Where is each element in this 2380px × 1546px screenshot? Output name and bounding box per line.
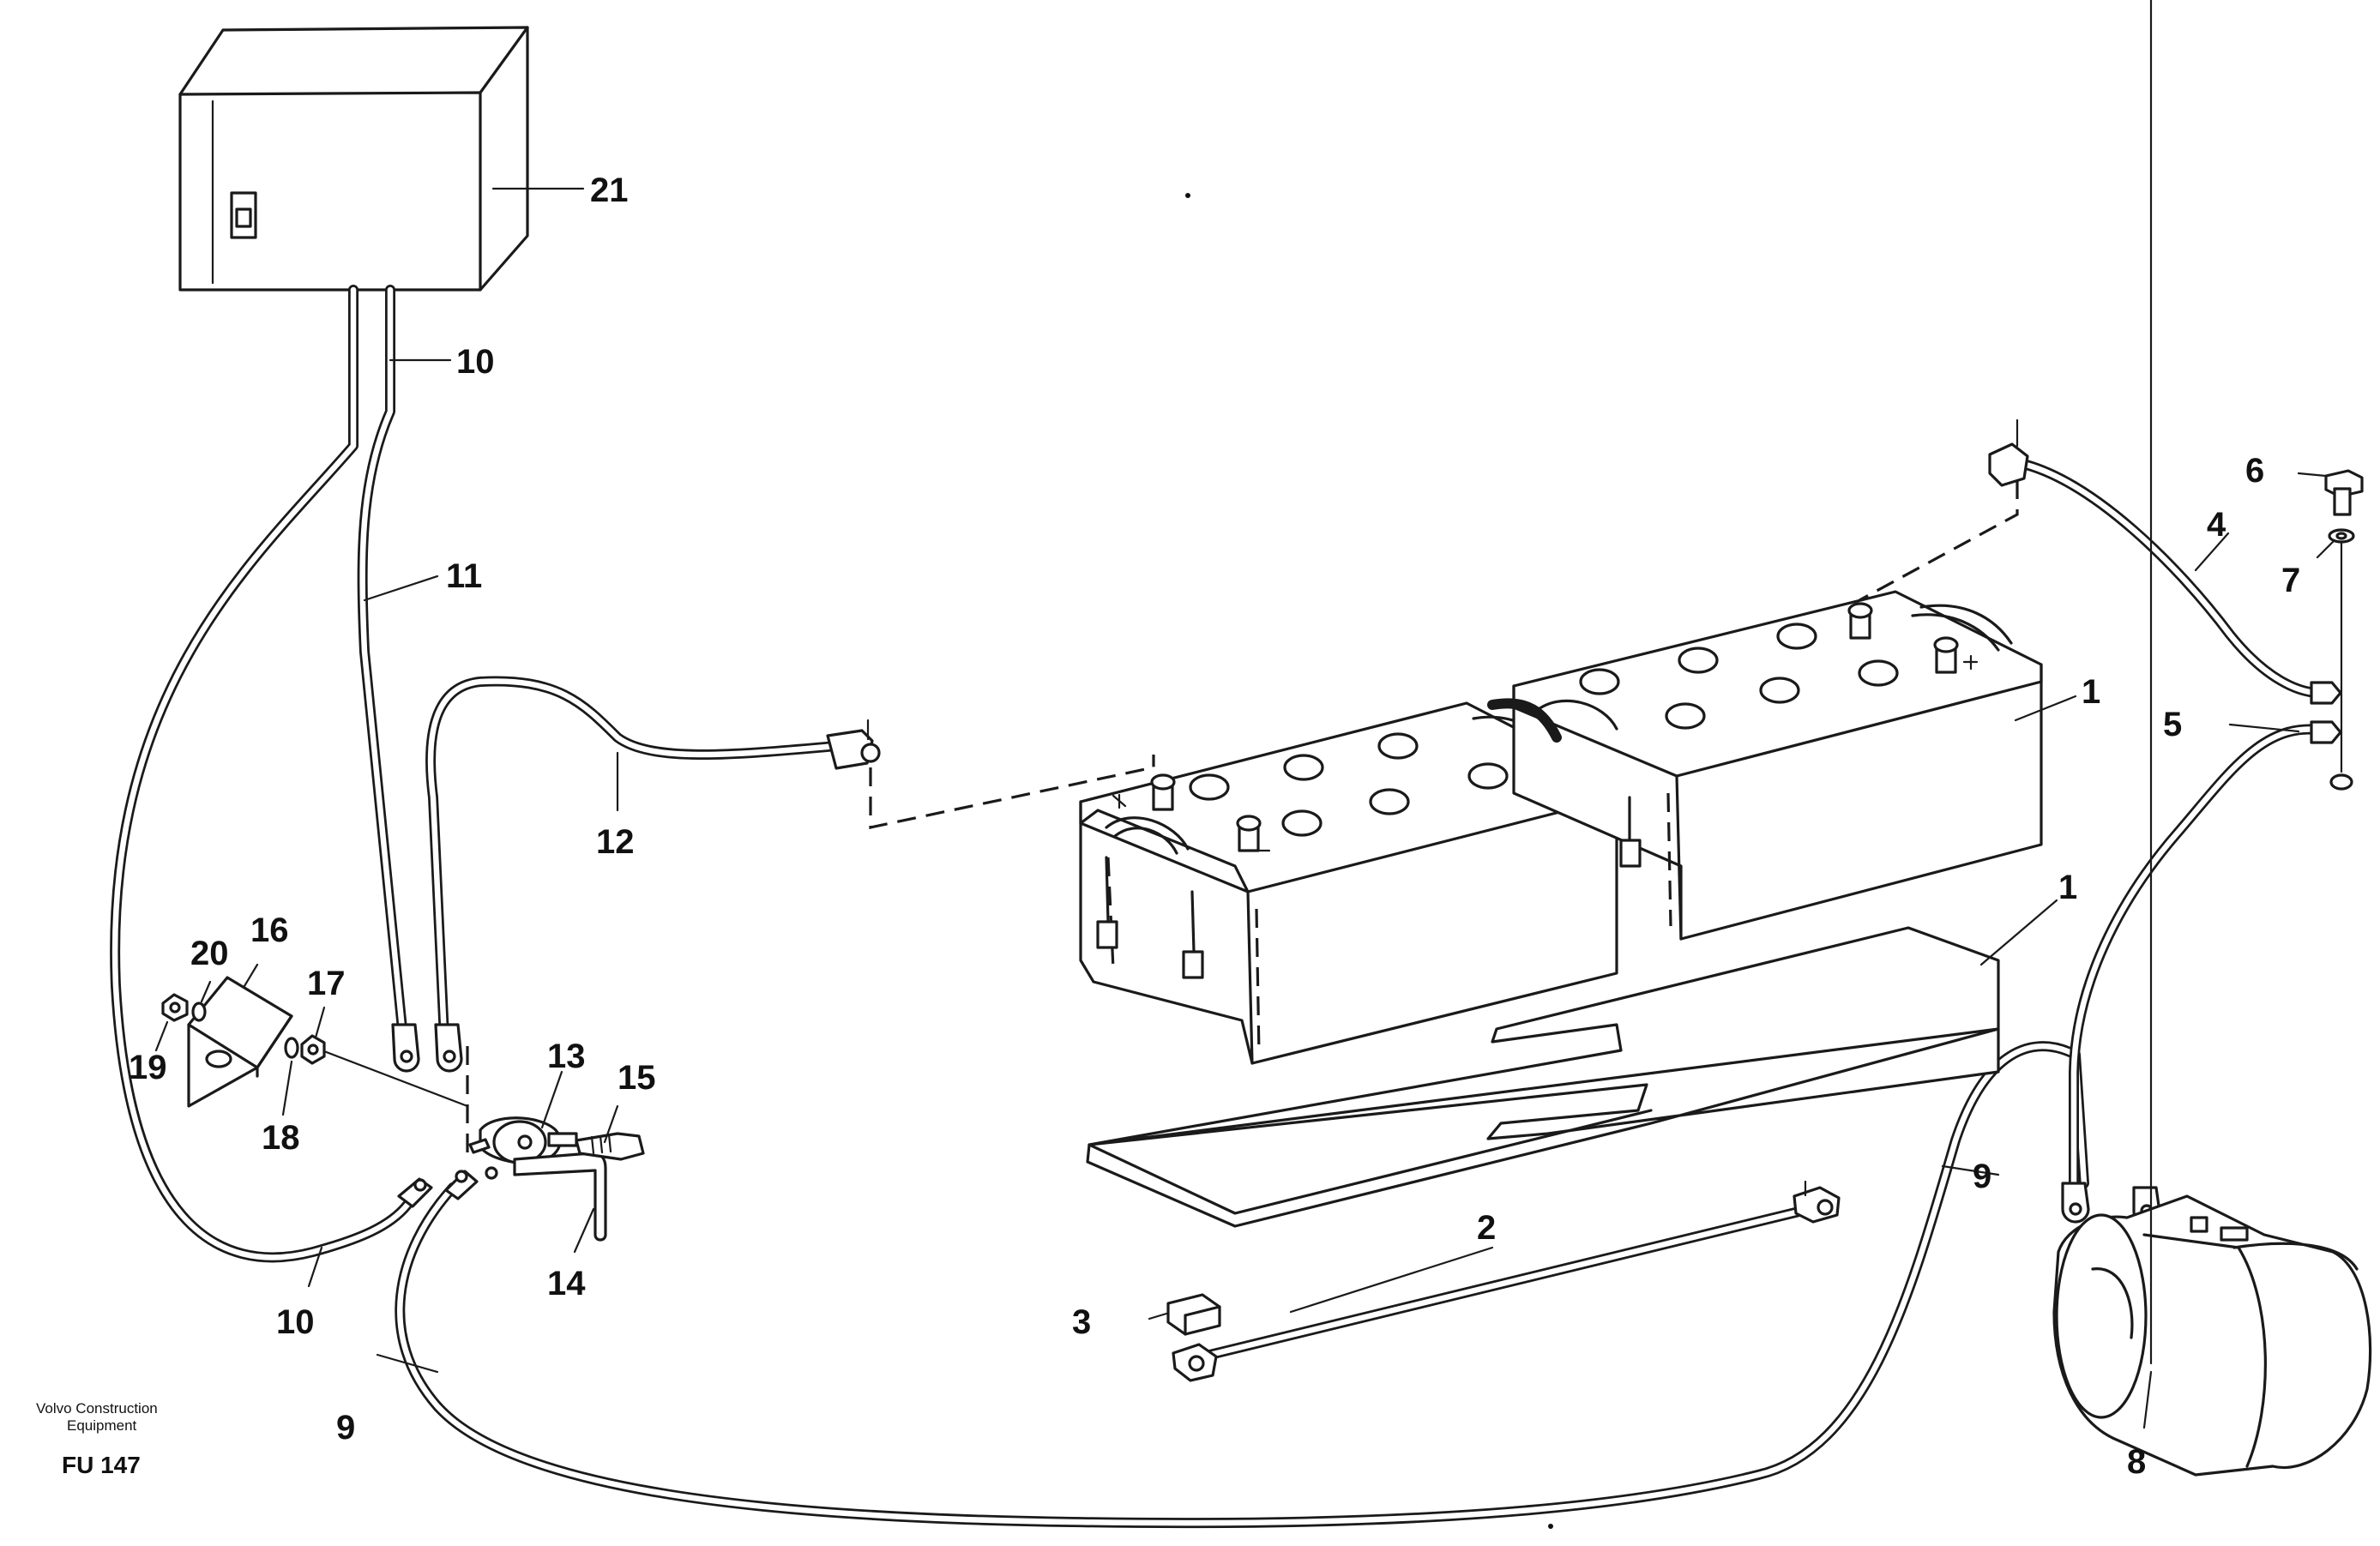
- bolt-15: [575, 1132, 645, 1161]
- cable-12: [425, 676, 841, 1043]
- battery-link-strap: [1487, 698, 1562, 743]
- callout-5: 5: [2163, 706, 2182, 743]
- switch-key-14: [513, 1152, 607, 1242]
- callout-16: 16: [250, 911, 289, 949]
- callout-9-right: 9: [1973, 1158, 1991, 1195]
- callout-15: 15: [618, 1059, 656, 1097]
- nut-17: [300, 1034, 326, 1065]
- callout-9-left: 9: [336, 1409, 355, 1447]
- callout-13: 13: [547, 1038, 586, 1075]
- maker-line-2: Equipment: [67, 1417, 137, 1434]
- cable-12-clamp: [826, 719, 1155, 829]
- callout-8: 8: [2127, 1443, 2146, 1481]
- callout-3: 3: [1072, 1303, 1091, 1341]
- washer-7: [2328, 528, 2355, 791]
- callout-4: 4: [2207, 506, 2226, 544]
- callout-2: 2: [1477, 1209, 1496, 1247]
- cable-terminals-11-12: [391, 1023, 469, 1153]
- callout-7: 7: [2281, 562, 2300, 599]
- switch-box: [178, 26, 529, 292]
- callout-17: 17: [307, 965, 346, 1002]
- washer-18: [284, 1037, 299, 1059]
- cable-2: [1172, 1180, 1841, 1382]
- cable-11: [357, 285, 408, 1043]
- callout-labels: 21 10 11 12 16 20 17 19 18 13 15 14 10 9…: [129, 171, 2300, 1481]
- cable-4: [1859, 418, 2342, 705]
- callout-19: 19: [129, 1049, 167, 1086]
- terminal-cover-3: [1166, 1293, 1221, 1336]
- battery-mat: [1086, 926, 2000, 1228]
- starter-motor-8: [2052, 1194, 2372, 1477]
- callout-14: 14: [547, 1265, 586, 1302]
- bolt-6: [2324, 469, 2364, 516]
- callout-10-top: 10: [456, 343, 495, 381]
- callout-21: 21: [590, 171, 629, 209]
- cable-9-10-terminals: [397, 1166, 498, 1208]
- maker-line-1: Volvo Construction: [36, 1400, 158, 1417]
- scan-speck: [1185, 193, 1190, 198]
- cover-axis-line: [322, 1050, 469, 1108]
- washer-20: [191, 1002, 207, 1022]
- callout-6: 6: [2245, 452, 2264, 490]
- leader-lines: [154, 0, 2336, 1429]
- cable-10: [110, 285, 413, 1263]
- callout-1-mat: 1: [2058, 869, 2077, 906]
- callout-20: 20: [190, 935, 229, 972]
- cable-9: [395, 1041, 2089, 1529]
- cover-16: [187, 976, 293, 1108]
- figure-id: FU 147: [62, 1452, 141, 1478]
- nut-19: [161, 993, 189, 1022]
- callout-18: 18: [262, 1119, 300, 1157]
- master-switch-13: [468, 1116, 578, 1164]
- figure-caption: Volvo Construction Equipment FU 147: [36, 1400, 158, 1478]
- cable-5: [2069, 720, 2342, 1201]
- callout-1-battery: 1: [2082, 673, 2100, 711]
- battery-rear: [1512, 590, 2043, 941]
- callout-11: 11: [446, 557, 482, 595]
- scan-speck: [1548, 1524, 1553, 1529]
- callout-12: 12: [596, 823, 635, 861]
- battery-front: [1079, 701, 1618, 1065]
- callout-10-bottom: 10: [276, 1303, 315, 1341]
